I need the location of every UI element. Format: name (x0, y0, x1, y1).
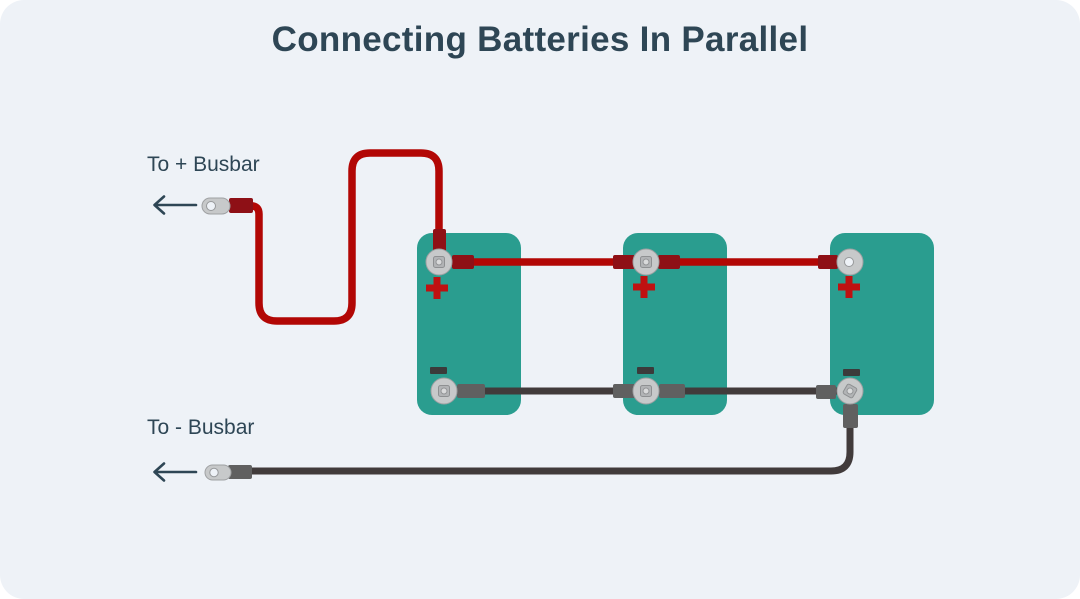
positive-busbar-lug (201, 197, 231, 215)
sleeve-gray-battery1-right (457, 384, 485, 398)
sleeve-gray-busbar-lug (228, 465, 252, 479)
battery-1-negative-terminal (430, 377, 458, 405)
plus-icon-battery-2 (633, 276, 655, 298)
sleeve-red-battery2-right (658, 255, 680, 269)
sleeve-gray-battery3-bottom (843, 404, 858, 428)
negative-busbar-label: To - Busbar (147, 416, 255, 439)
sleeve-red-battery1-top (433, 229, 446, 253)
sleeve-red-battery2-left (613, 255, 635, 269)
sleeve-gray-battery2-left (613, 384, 639, 398)
battery-3-positive-terminal (836, 248, 864, 276)
sleeve-red-battery3-left (818, 255, 838, 269)
battery-2-negative-terminal (632, 377, 660, 405)
positive-cable-loop (247, 149, 443, 325)
battery-3-negative-terminal (836, 377, 864, 405)
sleeve-gray-battery3-left (816, 385, 836, 399)
sleeve-red-battery1-right (452, 255, 474, 269)
negative-busbar-lug (204, 464, 232, 481)
page-title: Connecting Batteries In Parallel (271, 20, 809, 59)
positive-busbar-label: To + Busbar (147, 153, 260, 176)
sleeve-red-busbar-lug (229, 198, 253, 213)
minus-icon-battery-3 (843, 369, 860, 376)
plus-icon-battery-1 (426, 277, 448, 299)
minus-icon-battery-2 (637, 367, 654, 374)
battery-1-positive-terminal (425, 248, 453, 276)
plus-icon-battery-3 (838, 276, 860, 298)
battery-2-positive-terminal (632, 248, 660, 276)
minus-icon-battery-1 (430, 367, 447, 374)
left-arrow-icon-positive (153, 195, 198, 215)
left-arrow-icon-negative (153, 462, 198, 482)
sleeve-gray-battery2-right (659, 384, 685, 398)
negative-cable-run (248, 387, 854, 475)
